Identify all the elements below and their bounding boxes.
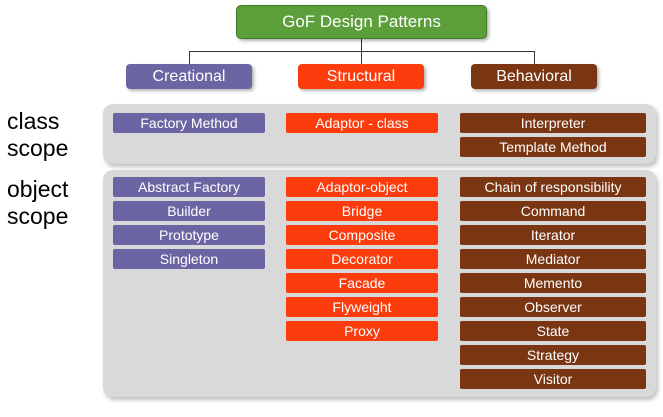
pattern-mediator: Mediator bbox=[460, 249, 646, 269]
root-node: GoF Design Patterns bbox=[236, 5, 487, 39]
pattern-bridge: Bridge bbox=[286, 201, 438, 221]
class-scope-label: class scope bbox=[7, 108, 68, 162]
pattern-strategy: Strategy bbox=[460, 345, 646, 365]
pattern-abstract-factory: Abstract Factory bbox=[113, 177, 265, 197]
pattern-decorator: Decorator bbox=[286, 249, 438, 269]
class-scope-label-line1: class bbox=[7, 108, 60, 134]
pattern-prototype: Prototype bbox=[113, 225, 265, 245]
pattern-command: Command bbox=[460, 201, 646, 221]
pattern-builder: Builder bbox=[113, 201, 265, 221]
category-behavioral: Behavioral bbox=[471, 64, 597, 89]
pattern-proxy: Proxy bbox=[286, 321, 438, 341]
pattern-iterator: Iterator bbox=[460, 225, 646, 245]
connector-creational bbox=[189, 51, 190, 64]
pattern-visitor: Visitor bbox=[460, 369, 646, 389]
connector-horizontal bbox=[189, 51, 535, 52]
connector-root-stem bbox=[361, 39, 362, 51]
category-creational: Creational bbox=[126, 64, 252, 89]
connector-structural bbox=[361, 51, 362, 64]
pattern-adaptor-class: Adaptor - class bbox=[286, 113, 438, 133]
pattern-factory-method: Factory Method bbox=[113, 113, 265, 133]
pattern-composite: Composite bbox=[286, 225, 438, 245]
pattern-adaptor-object: Adaptor-object bbox=[286, 177, 438, 197]
pattern-template-method: Template Method bbox=[460, 137, 646, 157]
class-scope-label-line2: scope bbox=[7, 135, 69, 161]
pattern-observer: Observer bbox=[460, 297, 646, 317]
pattern-facade: Facade bbox=[286, 273, 438, 293]
category-structural: Structural bbox=[298, 64, 424, 89]
object-scope-label: object scope bbox=[7, 176, 68, 230]
object-scope-label-line2: scope bbox=[7, 203, 69, 229]
connector-behavioral bbox=[534, 51, 535, 64]
object-scope-label-line1: object bbox=[7, 176, 69, 202]
pattern-chain-of-responsibility: Chain of responsibility bbox=[460, 177, 646, 197]
pattern-interpreter: Interpreter bbox=[460, 113, 646, 133]
pattern-flyweight: Flyweight bbox=[286, 297, 438, 317]
pattern-state: State bbox=[460, 321, 646, 341]
pattern-memento: Memento bbox=[460, 273, 646, 293]
pattern-singleton: Singleton bbox=[113, 249, 265, 269]
